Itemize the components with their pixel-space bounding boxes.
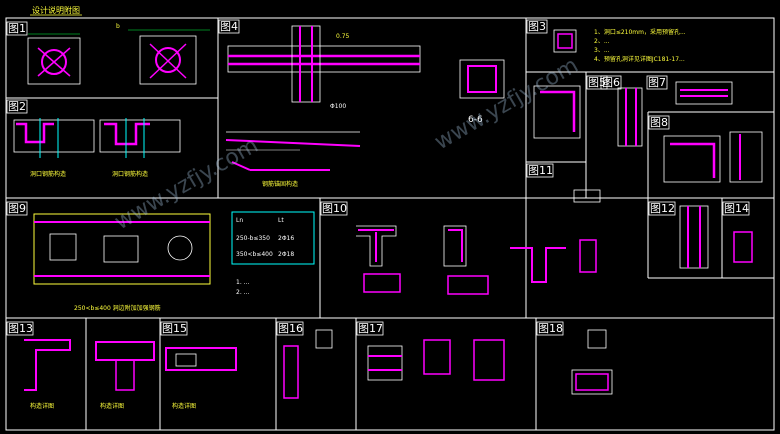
- panel-1-drawing: b: [27, 23, 210, 85]
- panel-9-drawing: 250<b≤400 洞边附加加强钢筋 Ln Lt 250-b≤350 2Φ16 350<…: [33, 211, 315, 312]
- panel-10-drawing: [356, 189, 601, 295]
- svg-text:构造详图: 构造详图: [100, 402, 124, 410]
- table9-cell: 250-b≤350: [236, 235, 270, 242]
- svg-text:b: b: [116, 23, 120, 30]
- panel-label-text: 图7: [648, 76, 666, 89]
- panel-label-text: 图6: [602, 76, 620, 89]
- table9-header: Ln: [236, 217, 243, 224]
- panel-label-text: 图14: [724, 202, 749, 215]
- note-line: 1、洞口≤210mm，采用预留孔...: [594, 28, 686, 36]
- panel-label-p13: 图13: [6, 321, 34, 336]
- panel-label-p1: 图1: [6, 21, 28, 36]
- svg-text:1. ...: 1. ...: [236, 279, 249, 286]
- panel-label-p15: 图15: [160, 321, 188, 336]
- svg-text:洞口钢筋构造: 洞口钢筋构造: [112, 170, 148, 178]
- panel-label-text: 图4: [220, 20, 238, 33]
- note-line: 4、预留孔洞详见详图JC181-17...: [594, 55, 685, 63]
- panel-label-p10: 图10: [320, 201, 348, 216]
- panel-label-p17: 图17: [356, 321, 384, 336]
- dim-label: Φ100: [330, 103, 346, 110]
- panel-label-p2: 图2: [6, 99, 28, 114]
- table9-cell: 2Φ18: [278, 251, 294, 258]
- panel-label-text: 图15: [162, 322, 187, 335]
- panel-2-drawing: 洞口钢筋构造 洞口钢筋构造: [13, 118, 181, 178]
- panel-label-text: 图16: [278, 322, 303, 335]
- note-line: 3、...: [594, 47, 610, 54]
- panel-3-drawing: 1、洞口≤210mm，采用预留孔... 2、... 3、...4、预留孔洞详见详图J…: [553, 28, 686, 63]
- panel-label-p14: 图14: [722, 201, 750, 216]
- panel-label-text: 图13: [8, 322, 33, 335]
- table9-header: Lt: [278, 217, 284, 224]
- panel-5-8-drawing: [533, 81, 763, 183]
- panel-label-text: 图10: [322, 202, 347, 215]
- panel-label-text: 图17: [358, 322, 383, 335]
- panel-label-text: 图3: [528, 20, 546, 33]
- drawing-title: 设计说明附图: [32, 5, 80, 15]
- panel-label-p16: 图16: [276, 321, 304, 336]
- panel-label-text: 图9: [8, 202, 26, 215]
- panel-label-text: 图2: [8, 100, 26, 113]
- panel-label-text: 图5: [588, 76, 606, 89]
- panel-label-p11: 图11: [526, 163, 554, 178]
- panel-label-text: 图8: [650, 116, 668, 129]
- panel-12-14-drawing: [679, 205, 753, 269]
- bottom-panels-drawing: 构造详图 构造详图 构造详图: [24, 329, 613, 410]
- panel-grid: [6, 18, 774, 430]
- panel-label-p9: 图9: [6, 201, 28, 216]
- section-label: 6-6: [468, 115, 483, 125]
- panel-label-p5: 图5: [586, 75, 608, 90]
- panel-label-p4: 图4: [218, 19, 240, 34]
- note-line: 2、...: [594, 38, 610, 45]
- watermark-2: www.yzfjy.com: [431, 53, 583, 155]
- table9-cell: 2Φ16: [278, 235, 294, 242]
- panel-label-text: 图1: [8, 22, 26, 35]
- svg-text:钢筋锚固构造: 钢筋锚固构造: [262, 180, 298, 188]
- table9-cell: 350<b≤400: [236, 251, 273, 258]
- panel-label-text: 图11: [528, 164, 553, 177]
- panel-label-p7: 图7: [646, 75, 668, 90]
- panel-4-drawing: 0.75 Φ100 6-6 钢筋锚固构造: [225, 25, 505, 188]
- panel-label-text: 图12: [650, 202, 675, 215]
- panel-label-p8: 图8: [648, 115, 670, 130]
- caption-9: 250<b≤400 洞边附加加强钢筋: [74, 304, 161, 312]
- panel-label-p12: 图12: [648, 201, 676, 216]
- panel-label-p6: 图6: [600, 75, 622, 90]
- panel-label-p3: 图3: [526, 19, 548, 34]
- panel-label-p18: 图18: [536, 321, 564, 336]
- svg-text:构造详图: 构造详图: [172, 402, 196, 410]
- svg-text:洞口钢筋构造: 洞口钢筋构造: [30, 170, 66, 178]
- svg-text:2. ...: 2. ...: [236, 289, 249, 296]
- panel-label-text: 图18: [538, 322, 563, 335]
- ratio-label: 0.75: [336, 33, 350, 40]
- svg-text:构造详图: 构造详图: [30, 402, 54, 410]
